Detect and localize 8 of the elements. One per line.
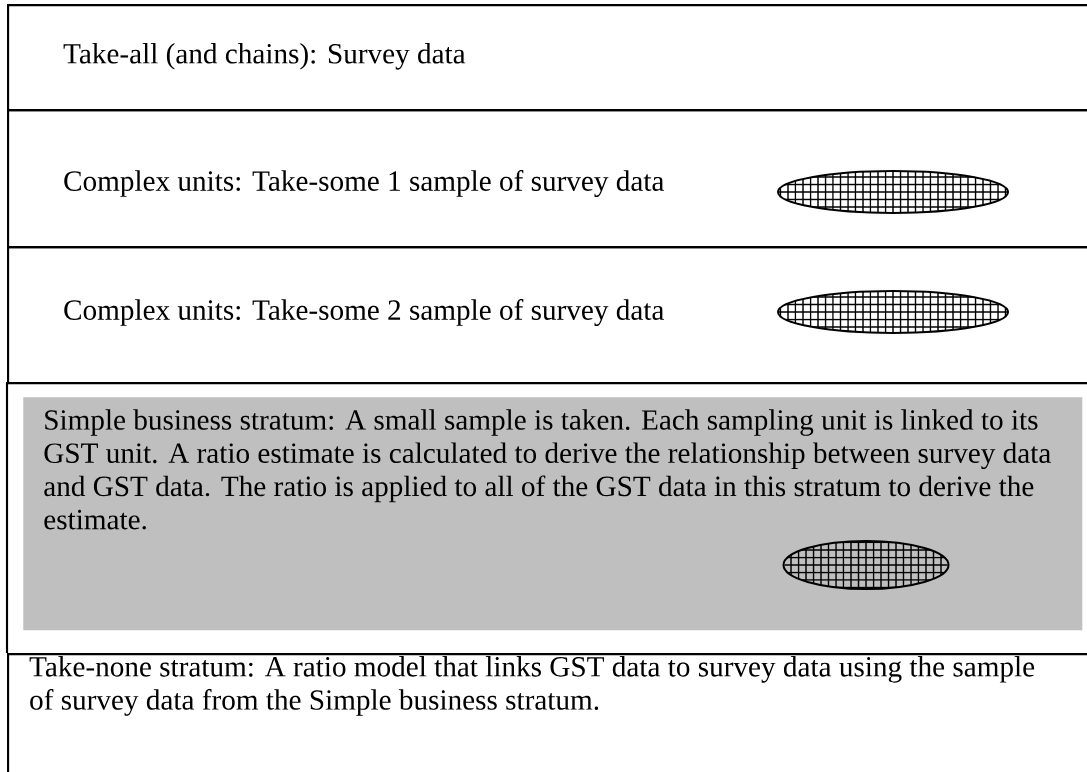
- table-row: Complex units: Take-some 1 sample of survey data: [7, 109, 1087, 249]
- hatched-ellipse: [777, 290, 1009, 334]
- shaded-panel: Simple business stratum: A small sample is taken. Each sampling unit is linked to its GST unit. A ratio estimate is calculated to derive the relationship between survey data and GST data. The ratio is applied to all of the GST data in this stratum to derive the estimate.: [23, 397, 1083, 631]
- table-row: Take-all (and chains): Survey data: [7, 4, 1087, 112]
- table-row: Complex units: Take-some 2 sample of survey data: [7, 246, 1087, 385]
- table-row: Take-none stratum: A ratio model that links GST data to survey data using the sample of survey data from the Simple business stratum.: [7, 653, 1087, 772]
- hatched-ellipse: [777, 170, 1009, 214]
- hatched-ellipse: [782, 540, 950, 590]
